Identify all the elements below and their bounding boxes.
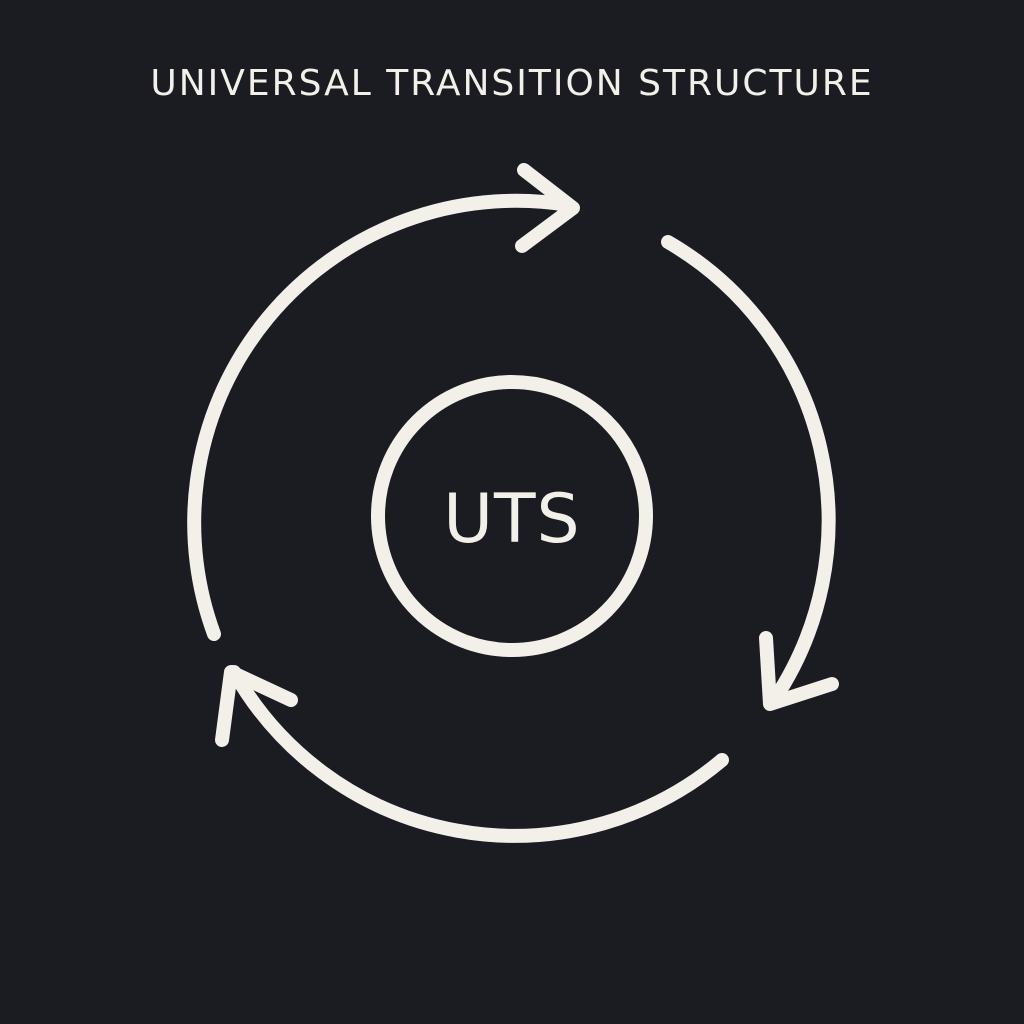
top-left-arc bbox=[187, 193, 575, 641]
top-left-arrowhead bbox=[515, 163, 580, 253]
bottom-arc bbox=[227, 665, 729, 843]
diagram-title: UNIVERSAL TRANSITION STRUCTURE bbox=[150, 63, 874, 104]
center-label: UTS bbox=[443, 480, 580, 559]
right-arc bbox=[661, 235, 836, 707]
center-circle bbox=[371, 375, 653, 657]
right-arrowhead bbox=[759, 631, 839, 711]
bottom-arrowhead bbox=[215, 665, 298, 747]
